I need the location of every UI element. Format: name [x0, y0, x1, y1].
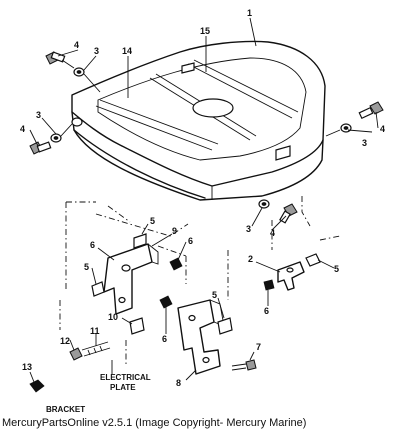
callout-6-right: 6 — [264, 306, 269, 316]
callout-numbers: 1 15 14 4 3 3 4 4 3 3 4 5 9 6 6 5 2 5 6 … — [20, 8, 385, 388]
callout-3-left: 3 — [36, 110, 41, 120]
callout-5-left: 5 — [84, 262, 89, 272]
copyright-caption: MercuryPartsOnline v2.5.1 (Image Copyrig… — [2, 417, 307, 429]
bolt-4-upper-left — [45, 51, 101, 93]
callout-9: 9 — [172, 226, 177, 236]
callout-5-lower: 5 — [212, 290, 217, 300]
callout-2: 2 — [248, 254, 253, 264]
callout-4-lower: 4 — [270, 228, 275, 238]
part-labels: ELECTRICAL PLATE BRACKET — [46, 373, 151, 414]
small-bracket-2 — [263, 253, 321, 291]
callout-5-right: 5 — [334, 264, 339, 274]
callout-6-upper: 6 — [188, 236, 193, 246]
bolt-4-lower — [258, 199, 298, 224]
callout-15: 15 — [200, 26, 210, 36]
callout-5-upper: 5 — [150, 216, 155, 226]
leader-lines — [29, 17, 379, 383]
label-electrical: ELECTRICAL — [100, 373, 151, 382]
callout-3-lower: 3 — [246, 224, 251, 234]
screw-11-washer-12 — [69, 341, 111, 361]
callout-6-lower: 6 — [162, 334, 167, 344]
electrical-plate-bracket — [91, 233, 183, 315]
bolt-4-left — [29, 123, 73, 155]
callout-8: 8 — [176, 378, 181, 388]
callout-3-upper-left: 3 — [94, 46, 99, 56]
callout-12: 12 — [60, 336, 70, 346]
assembly-guide-lines — [59, 196, 341, 366]
mounting-plate-8 — [129, 295, 257, 375]
callout-7: 7 — [256, 342, 261, 352]
nut-13 — [29, 379, 45, 393]
callout-13: 13 — [22, 362, 32, 372]
label-plate: PLATE — [110, 383, 136, 392]
callout-4-right: 4 — [380, 124, 385, 134]
cover-assembly — [71, 40, 326, 201]
callout-10: 10 — [108, 312, 118, 322]
bolt-4-right — [325, 101, 384, 137]
callout-3-right: 3 — [362, 138, 367, 148]
label-bracket: BRACKET — [46, 405, 85, 414]
callout-1: 1 — [247, 8, 252, 18]
callout-4-left: 4 — [20, 124, 25, 134]
callout-6-left: 6 — [90, 240, 95, 250]
callout-14: 14 — [122, 46, 132, 56]
callout-4-upper-left: 4 — [74, 40, 79, 50]
callout-11: 11 — [90, 326, 100, 336]
